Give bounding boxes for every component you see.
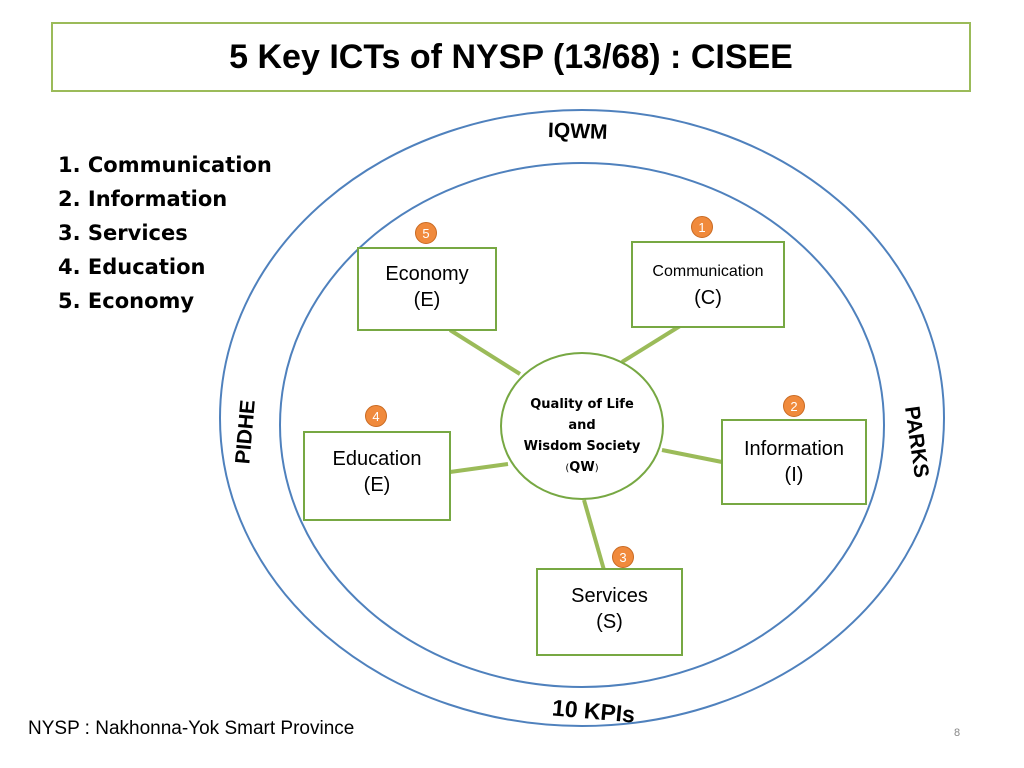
node-information-name: Information	[743, 438, 845, 460]
connector-communication	[620, 324, 682, 364]
node-communication-name: Communication	[652, 263, 764, 280]
list-item: 5. Economy	[58, 289, 195, 313]
center-open-paren: (	[565, 463, 570, 474]
badge-education: 4	[365, 405, 387, 427]
center-line-3: Wisdom Society	[523, 439, 641, 454]
node-services: Services (S)	[536, 568, 683, 656]
title-box: 5 Key ICTs of NYSP (13/68) : CISEE	[51, 22, 971, 92]
icts-list: 1. Communication 2. Information 3. Servi…	[58, 150, 272, 320]
center-circle: Quality of Life and Wisdom Society (QW)	[500, 352, 664, 500]
center-abbr: QW	[569, 460, 595, 475]
connector-economy	[448, 328, 522, 376]
node-education-abbr: (E)	[363, 474, 391, 496]
connector-lines	[448, 324, 723, 571]
node-information-abbr: (I)	[784, 464, 804, 486]
center-line-1: Quality of Life	[530, 397, 634, 412]
node-economy-name: Economy	[385, 263, 469, 285]
slide-title: 5 Key ICTs of NYSP (13/68) : CISEE	[229, 37, 793, 76]
node-economy-abbr: (E)	[413, 289, 441, 311]
badge-economy: 5	[415, 222, 437, 244]
inner-ring	[279, 162, 885, 688]
center-abbr-line: (QW)	[502, 457, 662, 479]
outer-ring	[219, 109, 945, 727]
badge-services: 3	[612, 546, 634, 568]
list-item: 1. Communication	[58, 153, 272, 177]
list-item: 3. Services	[58, 221, 188, 245]
center-line-2: and	[568, 418, 596, 433]
list-item: 4. Education	[58, 255, 206, 279]
node-services-name: Services	[571, 585, 648, 607]
page-number: 8	[954, 727, 961, 739]
list-item: 2. Information	[58, 187, 228, 211]
connector-services	[582, 499, 606, 571]
node-communication-abbr: (C)	[694, 287, 722, 309]
footer-text: NYSP : Nakhonna-Yok Smart Province	[28, 718, 355, 739]
node-education: Education (E)	[303, 431, 451, 521]
connector-education	[449, 462, 509, 474]
ring-label-top: IQWM	[547, 118, 608, 145]
node-information: Information (I)	[721, 419, 867, 505]
node-economy: Economy (E)	[357, 247, 497, 331]
connector-information	[661, 448, 723, 464]
center-close-paren: )	[594, 463, 599, 474]
node-services-abbr: (S)	[596, 611, 623, 633]
node-communication: Communication (C)	[631, 241, 785, 328]
badge-information: 2	[783, 395, 805, 417]
node-education-name: Education	[332, 448, 422, 470]
badge-communication: 1	[691, 216, 713, 238]
